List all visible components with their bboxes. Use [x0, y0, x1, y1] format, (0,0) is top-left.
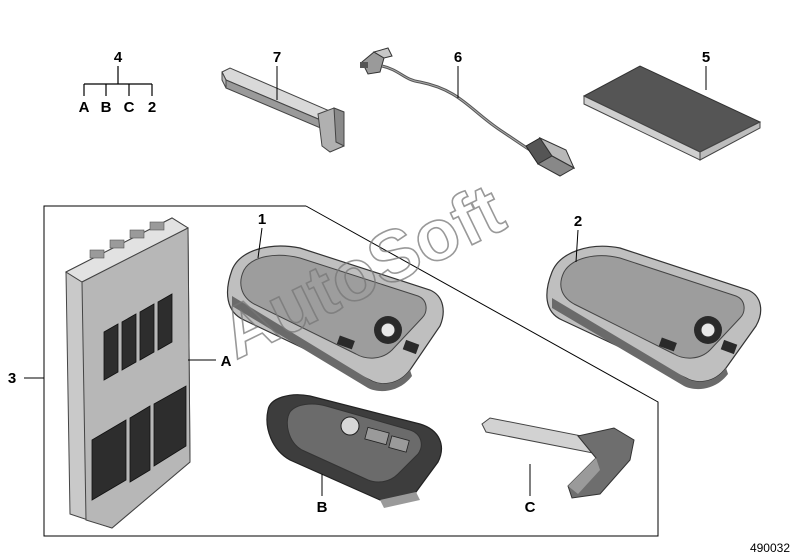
- callout-1: 1: [258, 211, 266, 228]
- callout-key-b: B: [317, 499, 328, 516]
- callout-sub-2: 2: [148, 99, 156, 116]
- callout-4: 4: [114, 49, 123, 66]
- leader-1: [257, 227, 263, 259]
- display-key-1-illustration: [226, 245, 444, 392]
- booklet-5-illustration: [582, 65, 762, 161]
- callout-blade-c: C: [525, 499, 536, 516]
- callout-3: 3: [8, 370, 16, 387]
- assembly-frame: [43, 205, 659, 537]
- tool-7-illustration: [221, 67, 345, 153]
- callout-sub-c: C: [124, 99, 135, 116]
- callout-7: 7: [273, 49, 281, 66]
- callout-2: 2: [574, 213, 582, 230]
- callout-sub-a: A: [79, 99, 90, 116]
- callout-6: 6: [454, 49, 462, 66]
- diagram-number: 490032: [750, 541, 790, 555]
- key-fob-b-illustration: [266, 394, 442, 508]
- key-blade-c-illustration: [481, 417, 635, 499]
- callout-5: 5: [702, 49, 710, 66]
- callout-module-a: A: [221, 353, 232, 370]
- usb-cable-6-illustration: [360, 47, 576, 177]
- legend-tree-4: [83, 66, 153, 96]
- display-key-2-illustration: [546, 245, 762, 390]
- leader-2: [575, 229, 579, 263]
- control-module-illustration: [64, 217, 191, 529]
- callout-sub-b: B: [101, 99, 112, 116]
